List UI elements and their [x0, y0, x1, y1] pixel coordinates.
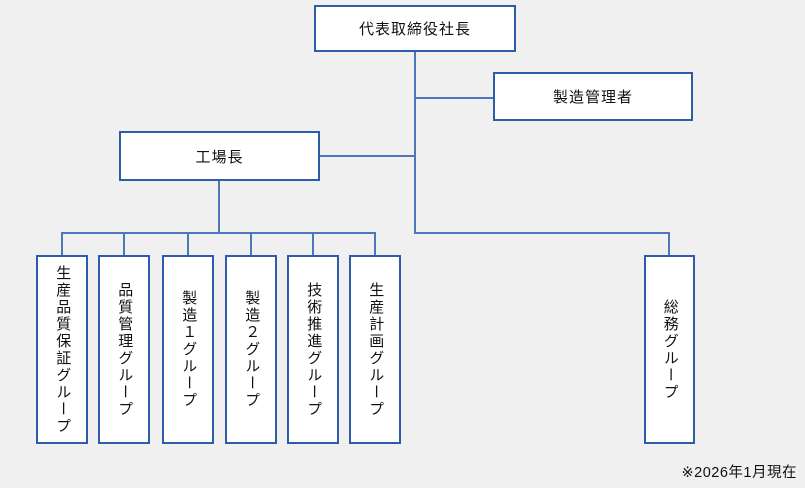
org-node-manufacturing-1-group: 製造１グループ: [162, 255, 214, 444]
org-node-label: 総務グループ: [661, 298, 679, 401]
connector-line: [61, 232, 63, 256]
connector-line: [415, 97, 493, 99]
connector-line: [415, 232, 670, 234]
org-node-label: 製造管理者: [552, 89, 633, 106]
org-node-label: 代表取締役社長: [358, 21, 471, 38]
connector-line: [250, 232, 252, 256]
org-node-quality-control-group: 品質管理グループ: [98, 255, 150, 444]
connector-line: [414, 51, 416, 234]
org-node-manufacturing-manager: 製造管理者: [493, 72, 693, 121]
connector-line: [668, 232, 670, 256]
org-node-general-affairs-group: 総務グループ: [644, 255, 695, 444]
org-node-president: 代表取締役社長: [314, 5, 516, 52]
as-of-date-caption: ※2026年1月現在: [681, 465, 797, 481]
org-node-label: 技術推進グループ: [305, 281, 323, 418]
org-node-label: 生産計画グループ: [367, 281, 385, 418]
org-node-label: 製造１グループ: [180, 290, 198, 409]
org-node-label: 生産品質保証グループ: [54, 264, 72, 435]
org-node-production-planning-group: 生産計画グループ: [349, 255, 401, 444]
connector-line: [123, 232, 125, 256]
connector-line: [320, 155, 415, 157]
org-node-manufacturing-2-group: 製造２グループ: [225, 255, 277, 444]
connector-line: [187, 232, 189, 256]
org-node-label: 製造２グループ: [243, 290, 261, 409]
org-node-label: 品質管理グループ: [116, 281, 134, 418]
org-node-factory-manager: 工場長: [119, 131, 320, 181]
org-node-production-quality-assurance-group: 生産品質保証グループ: [36, 255, 88, 444]
org-node-technology-promotion-group: 技術推進グループ: [287, 255, 339, 444]
connector-line: [218, 181, 220, 234]
org-node-label: 工場長: [195, 148, 244, 166]
connector-line: [61, 232, 376, 234]
connector-line: [312, 232, 314, 256]
connector-line: [374, 232, 376, 256]
